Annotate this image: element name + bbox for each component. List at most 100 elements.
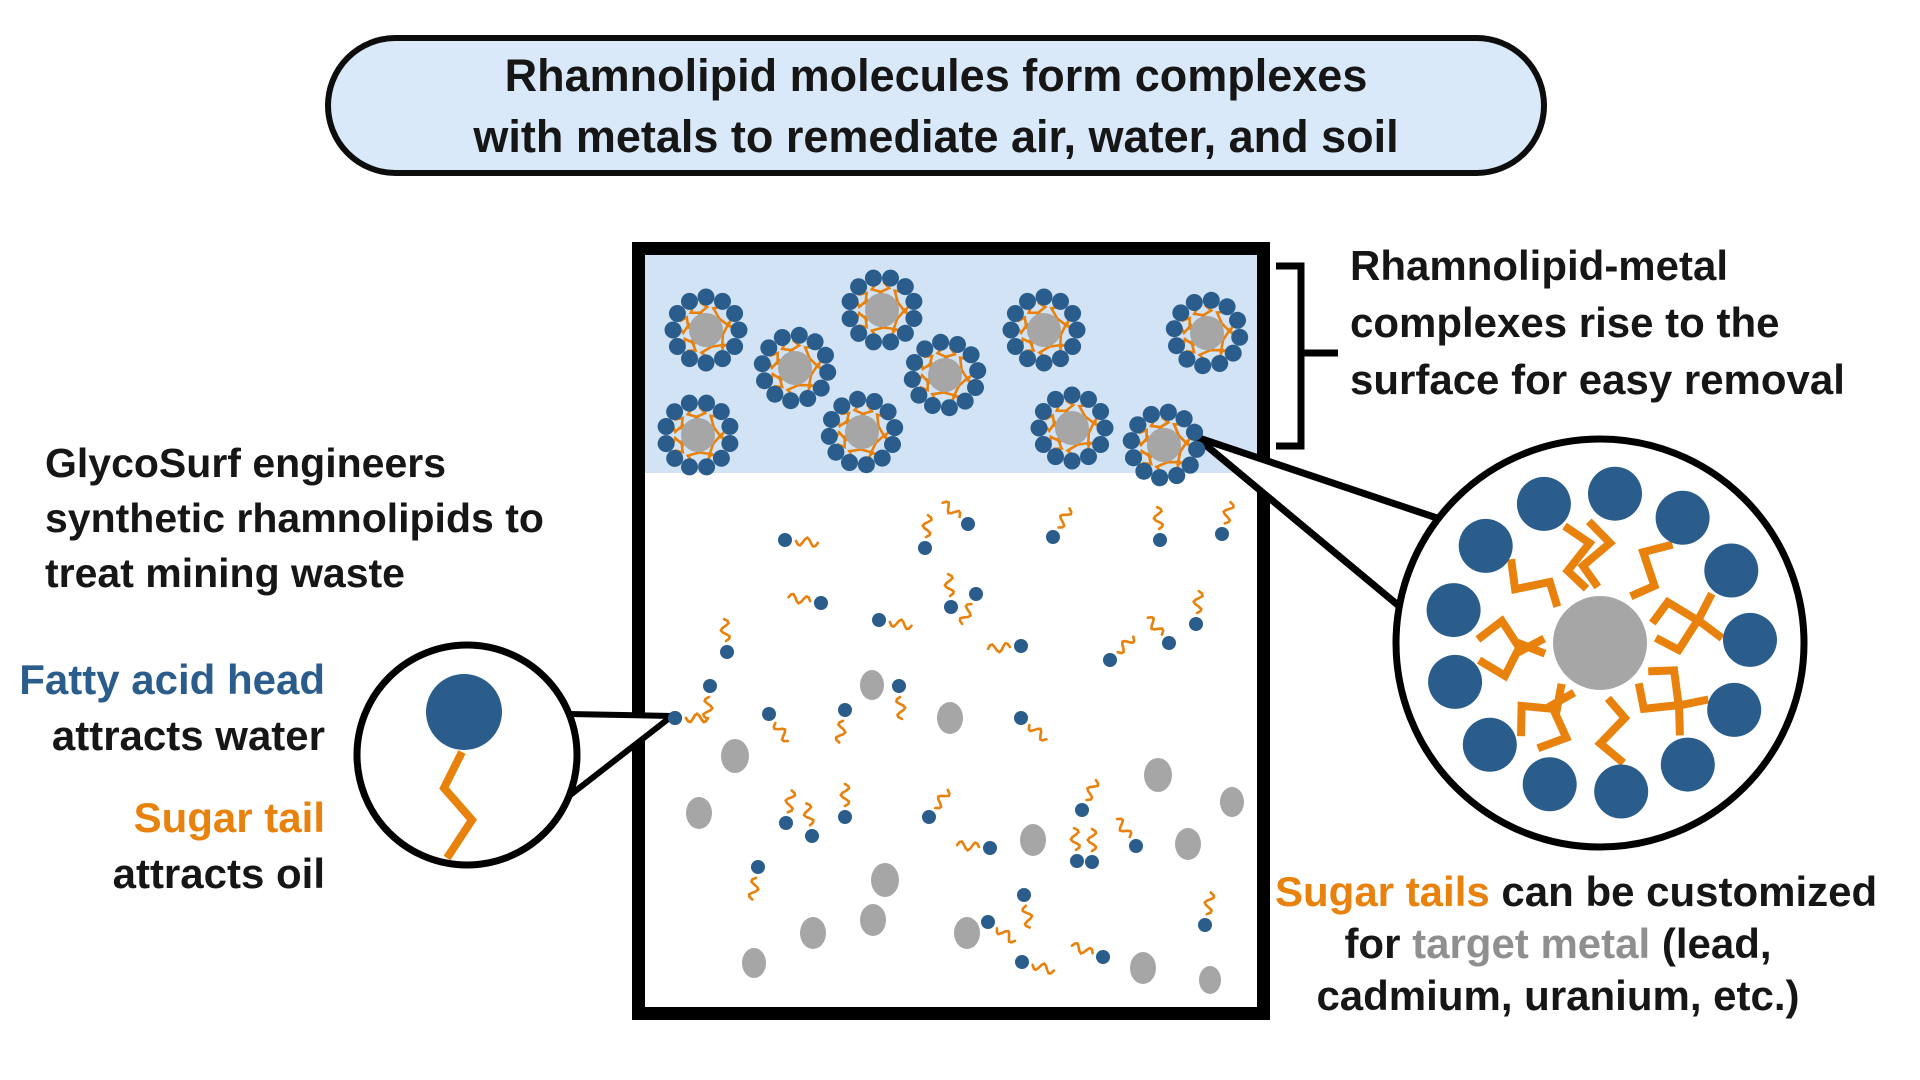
free-molecule <box>702 679 717 721</box>
metal-particle <box>1020 824 1046 856</box>
customize-sugar-tails: Sugar tails <box>1275 868 1490 915</box>
metal-core <box>928 358 962 392</box>
title-line-1: Rhamnolipid molecules form complexes <box>504 49 1368 101</box>
rhamnolipid-metal-micelle <box>820 390 904 474</box>
title-banner: Rhamnolipid molecules form complexes wit… <box>325 35 1547 176</box>
free-molecule <box>668 711 710 725</box>
free-molecule <box>787 592 828 610</box>
free-molecule <box>1189 589 1204 631</box>
metal-core <box>778 351 812 385</box>
free-molecule <box>955 840 997 855</box>
free-molecule <box>719 617 734 659</box>
customize-seg4: cadmium, uranium, etc.) <box>1316 972 1800 1019</box>
free-molecule <box>922 788 951 824</box>
free-molecule <box>778 533 820 548</box>
free-molecule <box>918 513 933 555</box>
molecule-key: Fatty acid head attracts water Sugar tai… <box>18 652 325 902</box>
title-line-2: with metals to remediate air, water, and… <box>473 110 1399 162</box>
fatty-acid-head-label: Fatty acid head <box>19 656 325 703</box>
rhamnolipid-metal-micelle <box>841 269 923 351</box>
glycosurf-note: GlycoSurf engineers synthetic rhamnolipi… <box>45 436 544 601</box>
glycosurf-note-line-2: synthetic rhamnolipids to <box>45 495 544 541</box>
free-molecule <box>779 789 797 830</box>
metal-particle <box>954 917 980 949</box>
metal-core <box>1055 411 1089 445</box>
metal-core <box>865 293 899 327</box>
rhamnolipid-metal-micelle <box>1165 291 1249 375</box>
customize-seg1: can be customized <box>1489 868 1878 915</box>
metal-core <box>1147 428 1181 462</box>
free-molecule <box>747 860 765 901</box>
metal-particle <box>937 702 963 734</box>
metal-core <box>689 313 723 347</box>
surface-removal-note: Rhamnolipid-metal complexes rise to the … <box>1350 237 1845 408</box>
free-molecule <box>1103 635 1136 667</box>
free-molecule <box>981 915 1017 944</box>
magnified-molecule <box>426 674 502 861</box>
metal-particle <box>860 670 884 700</box>
attracts-water-label: attracts water <box>51 712 325 759</box>
rhamnolipid-metal-micelle <box>903 333 987 417</box>
customize-seg2: for <box>1344 920 1413 967</box>
free-molecule <box>1198 891 1216 932</box>
fatty-acid-head-circle <box>426 674 502 750</box>
rhamnolipid-metal-micelle <box>1122 403 1206 487</box>
metal-particle <box>800 917 826 949</box>
metal-core <box>1027 313 1061 347</box>
free-molecule <box>941 500 975 531</box>
metal-particle <box>860 904 886 936</box>
free-molecule <box>1115 817 1143 853</box>
molecule-callout-wedge <box>567 711 674 799</box>
free-molecule <box>1152 505 1167 547</box>
metal-particle <box>1220 787 1244 817</box>
free-molecule <box>1215 500 1235 541</box>
rhamnolipid-metal-micelle <box>1030 386 1114 470</box>
surface-bracket <box>1276 262 1338 450</box>
free-molecule <box>838 782 852 824</box>
glycosurf-note-line-1: GlycoSurf engineers <box>45 440 447 486</box>
metal-core <box>1553 596 1647 690</box>
rhamnolipid-metal-micelle <box>657 394 739 476</box>
metal-core <box>1190 316 1224 350</box>
free-molecule <box>1014 711 1048 742</box>
free-molecule <box>1069 826 1084 868</box>
attracts-oil-label: attracts oil <box>112 850 325 897</box>
rhamnolipid-metal-micelle <box>664 288 748 372</box>
surface-note-line-3: surface for easy removal <box>1350 356 1845 403</box>
surface-note-line-2: complexes rise to the <box>1350 299 1780 346</box>
metal-particle <box>742 948 766 978</box>
metal-particle <box>1199 966 1221 994</box>
free-molecule <box>892 679 907 721</box>
rhamnolipid-metal-micelle <box>753 326 837 410</box>
free-molecule <box>958 587 983 626</box>
glycosurf-note-line-3: treat mining waste <box>45 550 405 596</box>
metal-core <box>681 418 715 452</box>
customize-target-metal: target metal <box>1412 920 1651 967</box>
free-molecule <box>872 613 913 631</box>
metal-particle <box>871 863 899 897</box>
metal-core <box>845 415 879 449</box>
sugar-tail-label: Sugar tail <box>133 794 325 841</box>
customize-note: Sugar tails can be customized for target… <box>1275 866 1877 1022</box>
metal-particle <box>1130 952 1156 984</box>
free-molecule <box>1070 941 1110 964</box>
metal-particle <box>721 739 749 773</box>
free-molecule <box>943 572 958 614</box>
metal-particle <box>686 797 712 829</box>
free-molecule <box>802 802 819 843</box>
molecule-magnifier-circle <box>353 641 581 869</box>
metal-particles <box>686 670 1244 994</box>
free-molecule <box>1075 778 1100 817</box>
tank-border <box>632 242 1270 1020</box>
free-molecule <box>1017 888 1034 929</box>
rhamnolipid-metal-micelle <box>1002 288 1086 372</box>
magnified-micelle <box>1426 466 1777 819</box>
metal-particle <box>1175 828 1201 860</box>
customize-seg3: (lead, <box>1650 920 1772 967</box>
free-molecule <box>986 639 1028 654</box>
free-molecule <box>1046 507 1073 544</box>
sugar-tail-zigzag <box>439 750 478 861</box>
free-molecule <box>762 707 790 743</box>
